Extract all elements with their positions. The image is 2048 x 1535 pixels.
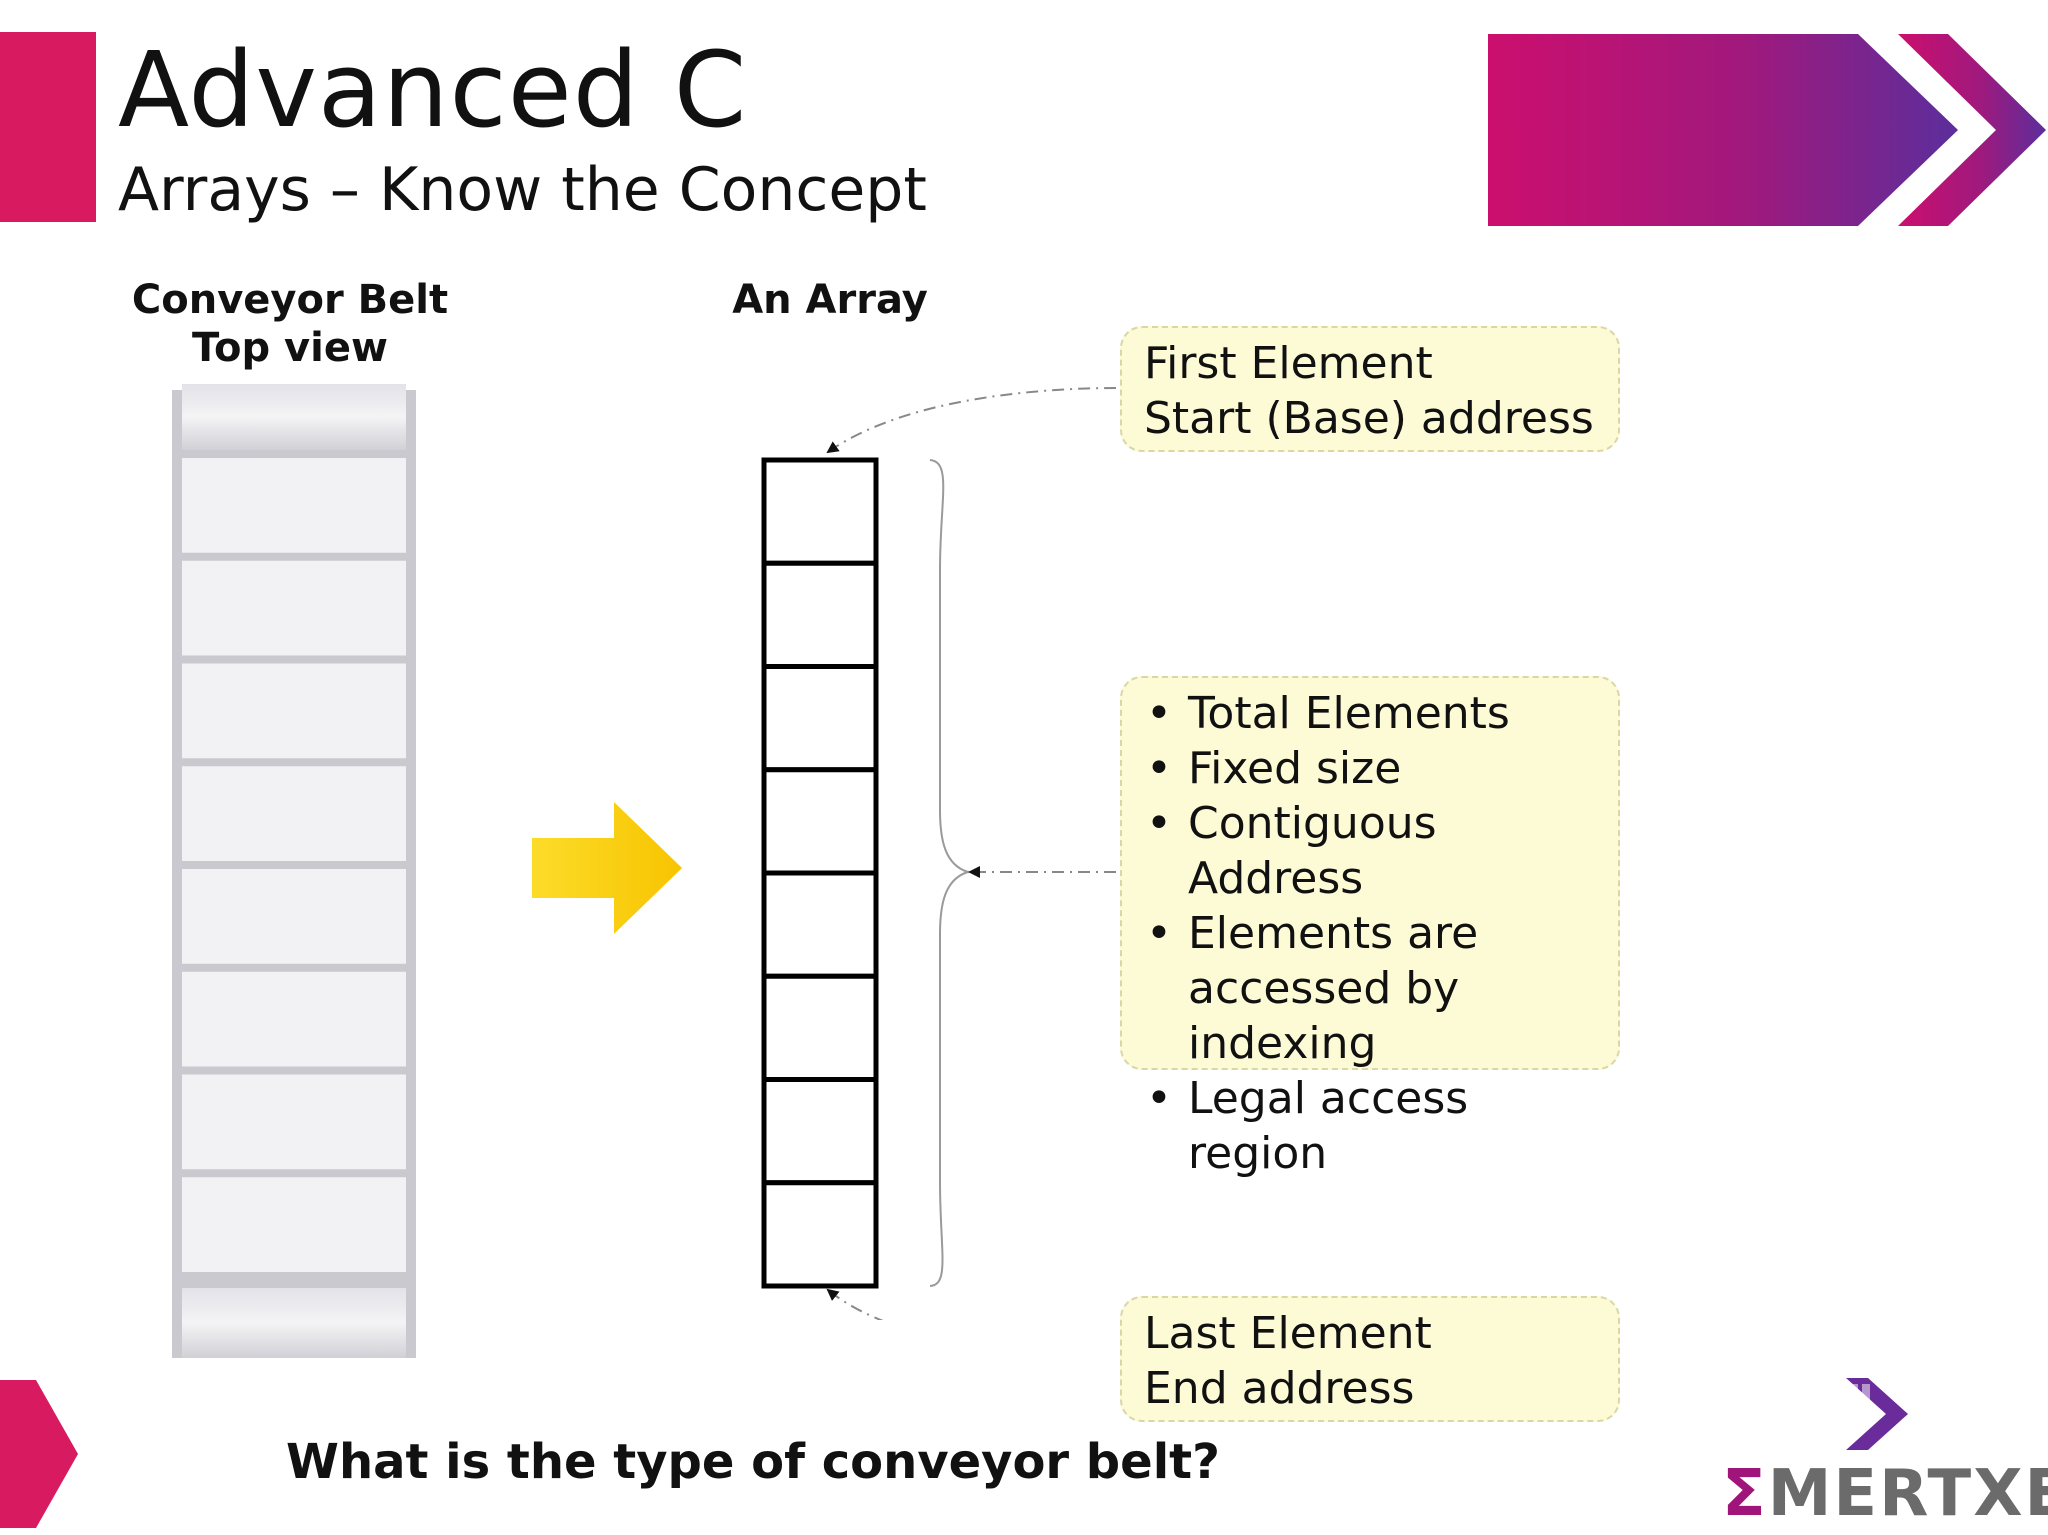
right-arrow-icon bbox=[532, 802, 682, 934]
header-decoration bbox=[0, 32, 2046, 226]
property-item: Total Elements bbox=[1144, 686, 1596, 741]
emertxe-logo-text: ΣMERTXE bbox=[1722, 1462, 2048, 1526]
page-subtitle: Arrays – Know the Concept bbox=[118, 155, 927, 225]
conveyor-belt-label-line1: Conveyor Belt bbox=[131, 277, 449, 323]
last-element-callout: Last Element End address bbox=[1120, 1296, 1620, 1422]
array-cell bbox=[761, 767, 879, 876]
belt-segment bbox=[182, 971, 406, 1067]
first-element-detail: Start (Base) address bbox=[1144, 393, 1594, 444]
array-cell bbox=[761, 870, 879, 979]
belt-segment bbox=[182, 560, 406, 656]
conveyor-belt-label-line2: Top view bbox=[192, 325, 388, 371]
belt-segment bbox=[182, 766, 406, 861]
property-item: Contiguous Address bbox=[1144, 796, 1596, 906]
question-text: What is the type of conveyor belt? bbox=[286, 1434, 1220, 1490]
array-cell bbox=[761, 973, 879, 1082]
belt-bottom-roller bbox=[182, 1288, 406, 1358]
array-cell bbox=[761, 664, 879, 773]
array-diagram bbox=[761, 387, 1117, 1320]
array-cell bbox=[761, 1077, 879, 1186]
array-cell bbox=[761, 1180, 879, 1289]
page-title: Advanced C bbox=[118, 29, 748, 151]
last-element-connector bbox=[826, 1288, 884, 1320]
belt-top-roller bbox=[182, 384, 406, 450]
logo-sigma: Σ bbox=[1722, 1457, 1768, 1531]
property-item: Elements are accessed by indexing bbox=[1144, 906, 1596, 1071]
array-cell bbox=[761, 457, 879, 566]
belt-segment bbox=[182, 1177, 406, 1272]
last-element-title: Last Element bbox=[1144, 1308, 1432, 1359]
emertxe-logo-icon bbox=[1846, 1378, 1908, 1450]
last-element-detail: End address bbox=[1144, 1363, 1415, 1414]
belt-segment bbox=[182, 663, 406, 759]
conveyor-belt-illustration bbox=[172, 384, 416, 1358]
belt-segment bbox=[182, 869, 406, 964]
first-element-callout: First Element Start (Base) address bbox=[1120, 326, 1620, 452]
array-properties-callout: Total Elements Fixed size Contiguous Add… bbox=[1120, 676, 1620, 1179]
left-accent-bar bbox=[0, 32, 96, 222]
logo-wordmark: MERTXE bbox=[1767, 1457, 2048, 1531]
array-label: An Array bbox=[732, 277, 928, 323]
property-item: Legal access region bbox=[1144, 1071, 1596, 1181]
property-item: Fixed size bbox=[1144, 741, 1596, 796]
array-brace bbox=[929, 459, 972, 1287]
array-cell bbox=[761, 560, 879, 669]
first-element-connector bbox=[826, 387, 1117, 454]
header-chevron bbox=[1898, 34, 2046, 226]
first-element-title: First Element bbox=[1144, 338, 1433, 389]
header-band bbox=[1488, 34, 1958, 226]
belt-segment bbox=[182, 458, 406, 553]
belt-segment bbox=[182, 1074, 406, 1170]
conveyor-belt-label: Conveyor Belt Top view bbox=[130, 276, 450, 372]
footer-left-chevron bbox=[0, 1380, 78, 1528]
